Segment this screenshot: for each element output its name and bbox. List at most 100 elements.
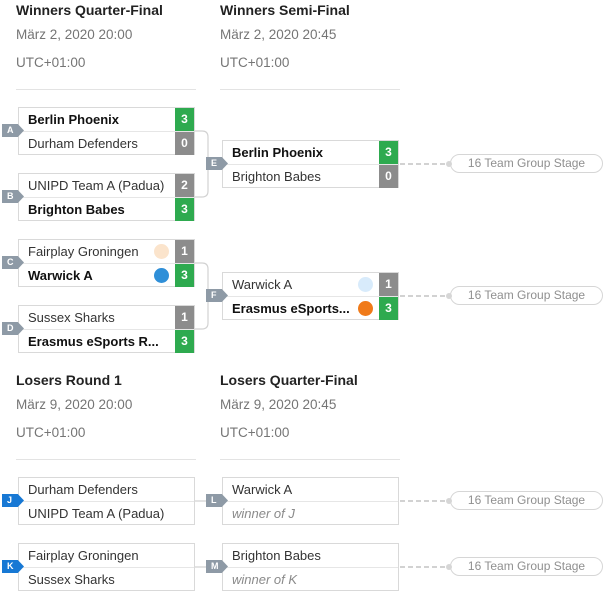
- round-date: März 2, 2020 20:00: [16, 27, 133, 42]
- next-stage-label: 16 Team Group Stage: [467, 156, 586, 170]
- round-header-winners-quarter-final: Winners Quarter-Final März 2, 2020 20:00…: [16, 0, 198, 72]
- team-score: 3: [379, 297, 398, 320]
- team-name: Erasmus eSports...: [232, 301, 350, 316]
- team-score: 3: [175, 264, 194, 287]
- next-stage-pill[interactable]: 16 Team Group Stage: [446, 491, 603, 510]
- team-name: Brighton Babes: [232, 548, 321, 563]
- stage-dot-icon: [446, 564, 452, 570]
- team-name: Sussex Sharks: [28, 310, 115, 325]
- team-logo-icon: [358, 277, 373, 292]
- match-label-tag: D: [2, 322, 24, 335]
- round-date: März 2, 2020 20:45: [220, 27, 337, 42]
- match-label-tag: F: [206, 289, 228, 302]
- round-header-losers-quarter-final: Losers Quarter-Final März 9, 2020 20:45 …: [220, 370, 402, 442]
- team-row[interactable]: UNIPD Team A (Padua): [19, 502, 194, 525]
- team-row[interactable]: Brighton Babes 0: [223, 165, 398, 188]
- stage-dot-icon: [446, 293, 452, 299]
- team-row[interactable]: Berlin Phoenix 3: [223, 141, 398, 164]
- team-row[interactable]: UNIPD Team A (Padua) 2: [19, 174, 194, 197]
- match-row-divider: [223, 501, 398, 502]
- team-row[interactable]: winner of K: [223, 568, 398, 591]
- team-row[interactable]: Erasmus eSports... 3: [223, 297, 398, 320]
- round-title: Winners Semi-Final: [220, 2, 350, 18]
- round-header-losers-round-1: Losers Round 1 März 9, 2020 20:00 UTC+01…: [16, 370, 198, 442]
- team-row[interactable]: Erasmus eSports R... 3: [19, 330, 194, 353]
- match-row-divider: [223, 567, 398, 568]
- stage-dot-icon: [446, 161, 452, 167]
- team-row[interactable]: Warwick A: [223, 478, 398, 501]
- team-row[interactable]: Brighton Babes 3: [19, 198, 194, 221]
- team-row[interactable]: Durham Defenders: [19, 478, 194, 501]
- round-title: Losers Round 1: [16, 372, 122, 388]
- round-header-winners-semi-final: Winners Semi-Final März 2, 2020 20:45 UT…: [220, 0, 402, 72]
- round-divider: [220, 459, 400, 460]
- team-row[interactable]: Brighton Babes: [223, 544, 398, 567]
- next-stage-label: 16 Team Group Stage: [467, 493, 586, 507]
- match-label-tag: E: [206, 157, 228, 170]
- match-row-divider: [19, 263, 194, 264]
- placeholder-team-name: winner of K: [232, 572, 298, 587]
- round-timezone: UTC+01:00: [220, 425, 290, 440]
- team-name: UNIPD Team A (Padua): [28, 178, 165, 193]
- team-name: Berlin Phoenix: [232, 145, 324, 160]
- next-stage-pill[interactable]: 16 Team Group Stage: [446, 557, 603, 576]
- match-label-tag: C: [2, 256, 24, 269]
- team-name: Durham Defenders: [28, 482, 138, 497]
- match-row-divider: [19, 501, 194, 502]
- match-label-tag: A: [2, 124, 24, 137]
- team-name: Brighton Babes: [232, 169, 321, 184]
- team-name: Brighton Babes: [28, 202, 125, 217]
- team-score: 3: [379, 141, 398, 164]
- stage-dot-icon: [446, 498, 452, 504]
- team-name: Erasmus eSports R...: [28, 334, 159, 349]
- team-name: Fairplay Groningen: [28, 548, 139, 563]
- team-row[interactable]: Fairplay Groningen: [19, 544, 194, 567]
- team-row[interactable]: winner of J: [223, 502, 398, 525]
- team-score: 3: [175, 198, 194, 221]
- team-name: Fairplay Groningen: [28, 244, 139, 259]
- round-title: Losers Quarter-Final: [220, 372, 358, 388]
- team-row[interactable]: Sussex Sharks 1: [19, 306, 194, 329]
- team-score: 2: [175, 174, 194, 197]
- team-logo-icon: [154, 268, 169, 283]
- match-label-tag: L: [206, 494, 228, 507]
- round-timezone: UTC+01:00: [16, 425, 86, 440]
- team-row[interactable]: Sussex Sharks: [19, 568, 194, 591]
- match-row-divider: [19, 197, 194, 198]
- match-row-divider: [223, 296, 398, 297]
- team-logo-icon: [154, 244, 169, 259]
- round-divider: [16, 459, 196, 460]
- team-score: 1: [175, 306, 194, 329]
- round-timezone: UTC+01:00: [16, 55, 86, 70]
- match-label-tag: J: [2, 494, 24, 507]
- team-row[interactable]: Warwick A 3: [19, 264, 194, 287]
- round-date: März 9, 2020 20:00: [16, 397, 133, 412]
- match-row-divider: [19, 329, 194, 330]
- round-divider: [16, 89, 196, 90]
- team-name: Warwick A: [28, 268, 93, 283]
- match-row-divider: [19, 567, 194, 568]
- team-score: 3: [175, 108, 194, 131]
- team-name: UNIPD Team A (Padua): [28, 506, 165, 521]
- next-stage-pill[interactable]: 16 Team Group Stage: [446, 286, 603, 305]
- team-score: 0: [175, 132, 194, 155]
- team-score: 0: [379, 165, 398, 188]
- match-label-tag: M: [206, 560, 228, 573]
- team-score: 3: [175, 330, 194, 353]
- match-m[interactable]: Brighton Babes winner of K: [222, 543, 399, 591]
- next-stage-pill[interactable]: 16 Team Group Stage: [446, 154, 603, 173]
